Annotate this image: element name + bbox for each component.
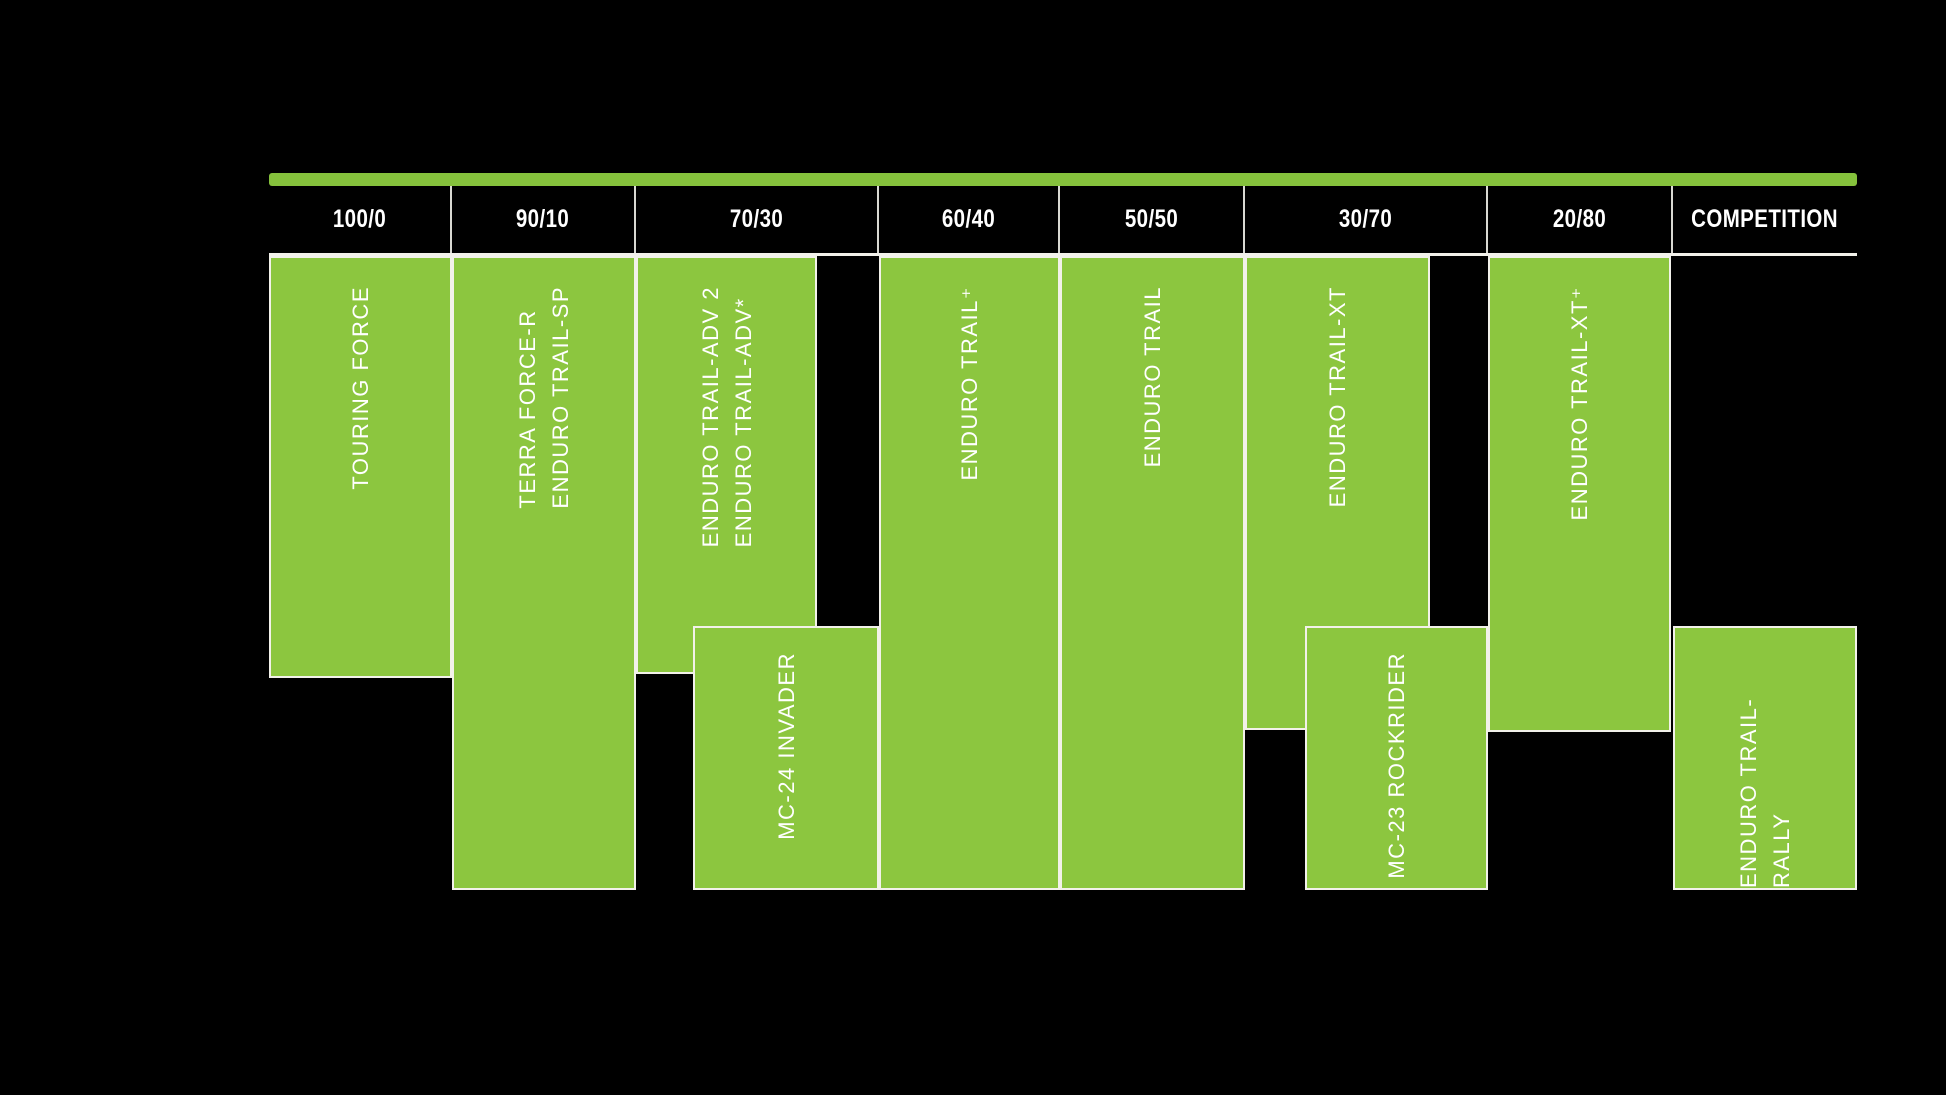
block-label: ENDURO TRAIL — [1140, 286, 1165, 468]
block-enduro-trail-xt-plus: ENDURO TRAIL-XT⁺ — [1488, 256, 1671, 732]
ratio-label: 30/70 — [1338, 205, 1393, 233]
header-cell-20-80: 20/80 — [1488, 186, 1673, 253]
header-cell-100-0: 100/0 — [269, 186, 452, 253]
block-label: ENDURO TRAIL-XT — [1325, 286, 1350, 508]
block-terra-force-r: TERRA FORCE-R ENDURO TRAIL-SP — [452, 256, 636, 890]
block-touring-force: TOURING FORCE — [269, 256, 452, 678]
block-label: ENDURO TRAIL-RALLY — [1736, 697, 1794, 888]
block-enduro-trail-plus: ENDURO TRAIL⁺ — [879, 256, 1060, 890]
header-cell-90-10: 90/10 — [452, 186, 636, 253]
accent-bar — [269, 173, 1857, 186]
ratio-label: 90/10 — [516, 205, 570, 233]
header-cell-competition: COMPETITION — [1673, 186, 1857, 253]
header-cell-60-40: 60/40 — [879, 186, 1060, 253]
block-label: MC-24 INVADER — [773, 652, 799, 840]
block-enduro-trail: ENDURO TRAIL — [1060, 256, 1245, 890]
ratio-label: COMPETITION — [1691, 205, 1839, 233]
header-cell-70-30: 70/30 — [636, 186, 879, 253]
ratio-label: 50/50 — [1124, 205, 1179, 233]
ratio-header-row: 100/0 90/10 70/30 60/40 50/50 30/70 20/8… — [269, 186, 1857, 256]
block-mc-24-invader: MC-24 INVADER — [693, 626, 879, 890]
block-mc-23-rockrider: MC-23 ROCKRIDER — [1305, 626, 1488, 890]
block-enduro-trail-adv: ENDURO TRAIL-ADV 2 ENDURO TRAIL-ADV* — [636, 256, 817, 674]
ratio-label: 60/40 — [941, 205, 996, 233]
block-label: MC-23 ROCKRIDER — [1384, 652, 1409, 879]
ratio-label: 70/30 — [729, 205, 784, 233]
block-label: TOURING FORCE — [348, 286, 373, 490]
block-label: TERRA FORCE-R ENDURO TRAIL-SP — [515, 286, 573, 509]
block-label: ENDURO TRAIL-XT⁺ — [1567, 286, 1592, 521]
header-cell-50-50: 50/50 — [1060, 186, 1245, 253]
block-enduro-trail-rally: ENDURO TRAIL-RALLY — [1673, 626, 1857, 890]
ratio-label: 100/0 — [332, 205, 387, 233]
block-label: ENDURO TRAIL⁺ — [957, 286, 982, 481]
block-label: ENDURO TRAIL-ADV 2 ENDURO TRAIL-ADV* — [697, 286, 756, 548]
ratio-label: 20/80 — [1552, 205, 1607, 233]
header-cell-30-70: 30/70 — [1245, 186, 1488, 253]
